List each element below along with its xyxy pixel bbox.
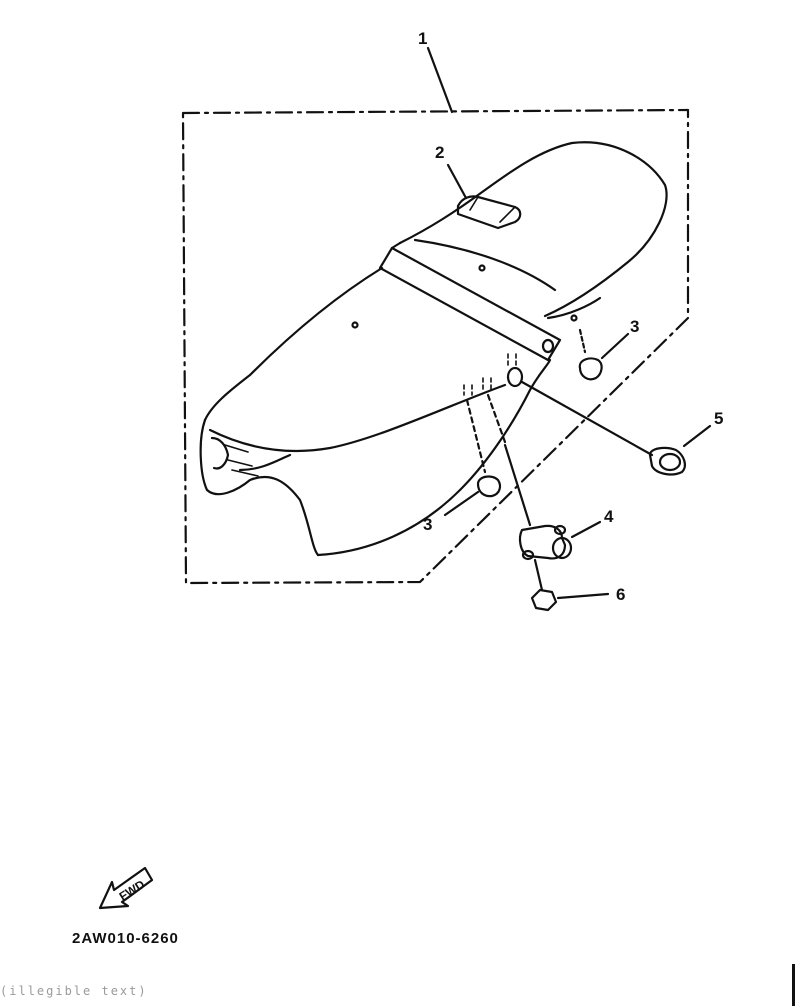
callout-3-lower: 3 [423,515,432,534]
seat [199,141,668,557]
callout-4: 4 [604,507,614,526]
seat-lock-4 [503,443,602,592]
callout-1: 1 [418,29,427,48]
damper-3-right [578,328,630,381]
callout-3-right: 3 [630,317,639,336]
fwd-arrow-icon [98,866,154,910]
callout-2: 2 [435,143,444,162]
edge-mark [792,964,795,1006]
callout-5: 5 [714,409,723,428]
damper-3-lower [443,393,507,517]
fwd-label: FWD [117,877,148,904]
leader-2 [446,163,468,200]
nut-6 [530,588,610,612]
leader-1 [426,46,454,114]
callout-6: 6 [616,585,625,604]
footer-illegible-text: (illegible text) [0,984,148,998]
bumper-5 [520,380,712,476]
assembly-boundary [181,108,690,585]
diagram-code: 2AW010-6260 [72,930,179,947]
